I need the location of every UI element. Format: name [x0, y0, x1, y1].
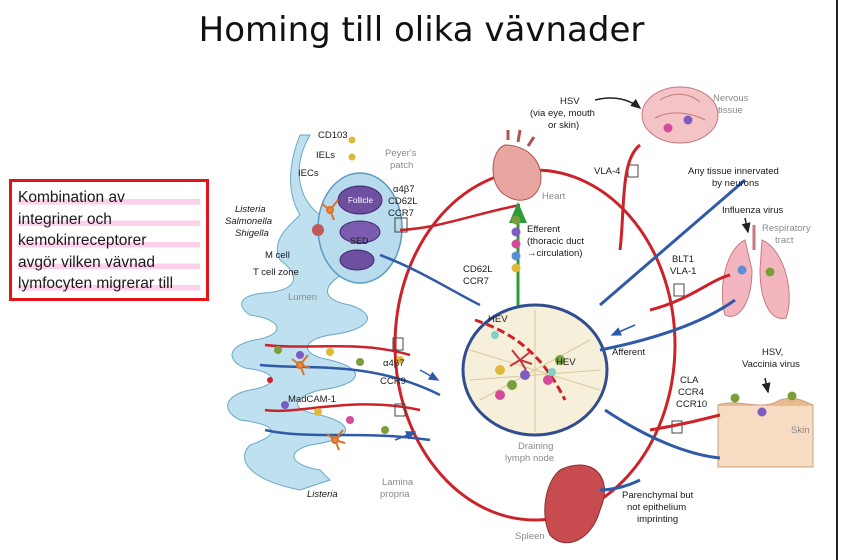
label-hsv-2: (via eye, mouth [530, 108, 595, 119]
hsv-arrow [594, 97, 642, 109]
label-nervous-1: Nervous [713, 93, 749, 104]
label-ccr7-top: CCR7 [388, 208, 414, 219]
lungs-organ [721, 225, 790, 319]
label-skin: Skin [791, 425, 809, 436]
slide-title: Homing till olika vävnader [198, 10, 645, 50]
label-resp-1: Respiratory [762, 223, 811, 234]
label-hsv-1: HSV [560, 96, 580, 107]
label-blt1: BLT1 [672, 254, 694, 265]
label-lamina-2: propria [380, 489, 410, 500]
label-hev-right: HEV [556, 357, 576, 368]
label-draining-2: lymph node [505, 453, 554, 464]
tissue-vessels [599, 143, 746, 492]
label-ccr10: CCR10 [676, 399, 707, 410]
efferent-cells [511, 215, 521, 273]
label-cla: CLA [680, 375, 699, 386]
label-efferent-3: →circulation) [527, 248, 582, 259]
label-ccr4: CCR4 [678, 387, 704, 398]
slide-border [836, 0, 838, 560]
label-tcellzone: T cell zone [253, 267, 299, 278]
afferent-arrow [610, 324, 636, 336]
m-cell [312, 224, 324, 236]
label-hev-top: HEV [488, 314, 508, 325]
lymph-node-dc [509, 349, 533, 371]
label-efferent-2: (thoracic duct [527, 236, 584, 247]
label-a4b7-top: α4β7 [393, 184, 415, 195]
label-paren-2: not epithelium [627, 502, 686, 513]
callout-line: Kombination av [18, 187, 200, 209]
label-peyers-1: Peyer's [385, 148, 417, 159]
label-iecs: IECs [298, 168, 319, 179]
label-ccr7-mid: CCR7 [463, 276, 489, 287]
callout-box: Kombination av integriner och kemokinrec… [9, 179, 209, 301]
label-hsv-3: or skin) [548, 120, 579, 131]
label-iels: IELs [316, 150, 335, 161]
label-influenza: Influenza virus [722, 205, 784, 216]
label-cd62l-mid: CD62L [463, 264, 493, 275]
label-draining-1: Draining [518, 441, 553, 452]
callout-line: integriner och [18, 208, 200, 230]
dendritic-cells [291, 199, 346, 451]
label-mcell: M cell [265, 250, 290, 261]
t-cell-zone [339, 249, 375, 271]
label-hsvv-2: Vaccinia virus [742, 359, 800, 370]
hev-vessel [474, 318, 567, 401]
influenza-arrow [741, 217, 751, 234]
label-resp-2: tract [775, 235, 794, 246]
intestine-cells [267, 136, 404, 434]
label-lumen: Lumen [288, 292, 317, 303]
label-ccr9: CCR9 [380, 376, 406, 387]
label-paren-3: imprinting [637, 514, 678, 525]
label-vla4: VLA-4 [594, 166, 620, 177]
label-follicle: Follicle [348, 196, 373, 205]
skin-organ [717, 391, 814, 468]
heart-organ [492, 129, 542, 201]
label-cd62l-top: CD62L [388, 196, 418, 207]
flow-arrow [394, 431, 417, 441]
label-peyers-2: patch [390, 160, 413, 171]
label-shigella: Shigella [235, 228, 269, 239]
callout-line: kemokinreceptorer [18, 230, 200, 252]
label-madcam: MadCAM-1 [288, 394, 336, 405]
label-listeria-low: Listeria [307, 489, 338, 500]
label-a4b7-low: α4β7 [383, 358, 405, 369]
label-innerv-2: by neurons [712, 178, 759, 189]
label-hsvv-1: HSV, [762, 347, 783, 358]
vaccinia-arrow [761, 377, 771, 394]
label-efferent-1: Efferent [527, 224, 560, 235]
label-spleen: Spleen [515, 531, 545, 542]
flow-arrow [419, 369, 440, 381]
label-sed: SED [350, 236, 369, 246]
brain-organ [641, 86, 719, 144]
label-lamina-1: Lamina [382, 477, 414, 488]
label-paren-1: Parenchymal but [622, 490, 694, 501]
label-salmonella: Salmonella [225, 216, 272, 227]
label-afferent: Afferent [612, 347, 645, 358]
spleen-organ [544, 464, 605, 544]
label-listeria: Listeria [235, 204, 266, 215]
lymph-node-interior [469, 310, 601, 432]
callout-line: lymfocyten migrerar till [18, 273, 200, 295]
label-vla1: VLA-1 [670, 266, 696, 277]
callout-line: avgör vilken vävnad [18, 251, 200, 273]
label-cd103: CD103 [318, 130, 348, 141]
sed [339, 220, 381, 244]
label-heart: Heart [542, 191, 566, 202]
label-nervous-2: tissue [718, 105, 743, 116]
lymph-node-cells [491, 331, 565, 400]
label-innerv-1: Any tissue innervated [688, 166, 779, 177]
